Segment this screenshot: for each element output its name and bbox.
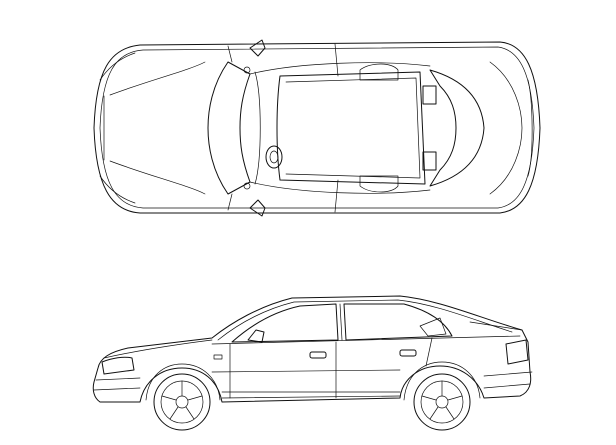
- side-body-outline: [92, 295, 532, 403]
- hood-line: [103, 339, 213, 359]
- top-hood-crease-upper: [109, 61, 206, 96]
- top-rear-bumper: [527, 79, 533, 177]
- top-trunk-line: [489, 61, 523, 195]
- steering-wheel-icon: [265, 145, 283, 169]
- side-rear-window: [343, 303, 453, 341]
- headlight: [101, 356, 135, 375]
- top-door-seam-rear-lower: [227, 193, 233, 211]
- top-door-seam-rear-upper: [227, 45, 233, 63]
- side-front-window: [231, 303, 339, 343]
- front-bumper: [95, 377, 141, 381]
- front-hub: [175, 395, 189, 409]
- tail-light: [505, 339, 529, 365]
- front-bumper-lower: [93, 387, 141, 391]
- top-front-seat-left: [359, 63, 399, 81]
- top-windshield: [207, 61, 251, 195]
- a-pillar-joint-bottom: [243, 182, 251, 190]
- top-headlight-upper: [99, 52, 136, 81]
- a-pillar-joint-top: [243, 66, 251, 74]
- rear-hub: [435, 395, 449, 409]
- front-wheel-arch: [145, 363, 221, 401]
- top-side-glass-upper: [249, 62, 431, 75]
- right-mirror: [249, 199, 266, 217]
- top-door-seam-front-upper: [334, 43, 339, 77]
- rear-bumper-lower: [483, 383, 531, 389]
- car-side-view: [92, 295, 533, 431]
- steering-wheel-hub: [269, 150, 279, 164]
- side-mirror: [247, 329, 265, 343]
- rear-spokes: [421, 380, 463, 420]
- front-spokes: [161, 380, 203, 420]
- top-hood-crease-lower: [109, 160, 206, 195]
- top-headrest-right: [422, 151, 437, 171]
- front-door-handle: [309, 351, 327, 359]
- side-b-pillar: [339, 303, 343, 341]
- top-side-glass-lower: [249, 181, 431, 194]
- top-front-seat-right: [359, 175, 399, 193]
- trunk-lid: [469, 321, 523, 331]
- side-roof-inner: [217, 299, 513, 341]
- rear-bumper: [483, 371, 533, 377]
- top-door-seam-front-lower: [334, 179, 339, 213]
- rear-wheel: [413, 373, 471, 431]
- side-sill-lower: [221, 395, 401, 399]
- rear-tire: [413, 373, 471, 431]
- top-roof-inner: [285, 77, 421, 179]
- rear-wheel-arch: [403, 361, 481, 401]
- top-body-outline: [93, 41, 541, 214]
- front-tire: [153, 373, 211, 431]
- side-body-crease: [211, 369, 401, 373]
- side-rear-door-end: [425, 337, 433, 367]
- top-rear-window: [429, 69, 485, 187]
- top-headrest-left: [422, 85, 437, 105]
- side-marker-front: [213, 354, 223, 360]
- top-roof: [276, 71, 426, 185]
- rear-door-handle: [399, 349, 417, 357]
- front-wheel: [153, 373, 211, 431]
- top-headlight-lower: [99, 175, 136, 204]
- top-body-inner-outline: [99, 46, 535, 209]
- side-beltline: [211, 335, 521, 345]
- car-top-view: [93, 39, 541, 217]
- side-quarter-glass: [419, 317, 447, 337]
- top-dashboard: [254, 71, 261, 185]
- left-mirror: [249, 39, 266, 57]
